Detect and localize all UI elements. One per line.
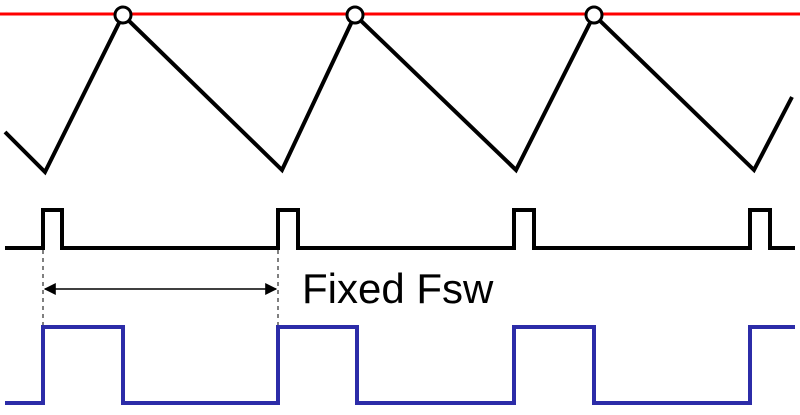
intersection-marker-2 (345, 5, 365, 25)
clock-pulse-train (5, 208, 795, 250)
ramp-waveform (3, 11, 794, 176)
intersection-marker-3 (584, 5, 604, 25)
intersection-marker-1 (113, 5, 133, 25)
fixed-fsw-label: Fixed Fsw (302, 265, 494, 312)
gate-waveform (5, 325, 795, 405)
